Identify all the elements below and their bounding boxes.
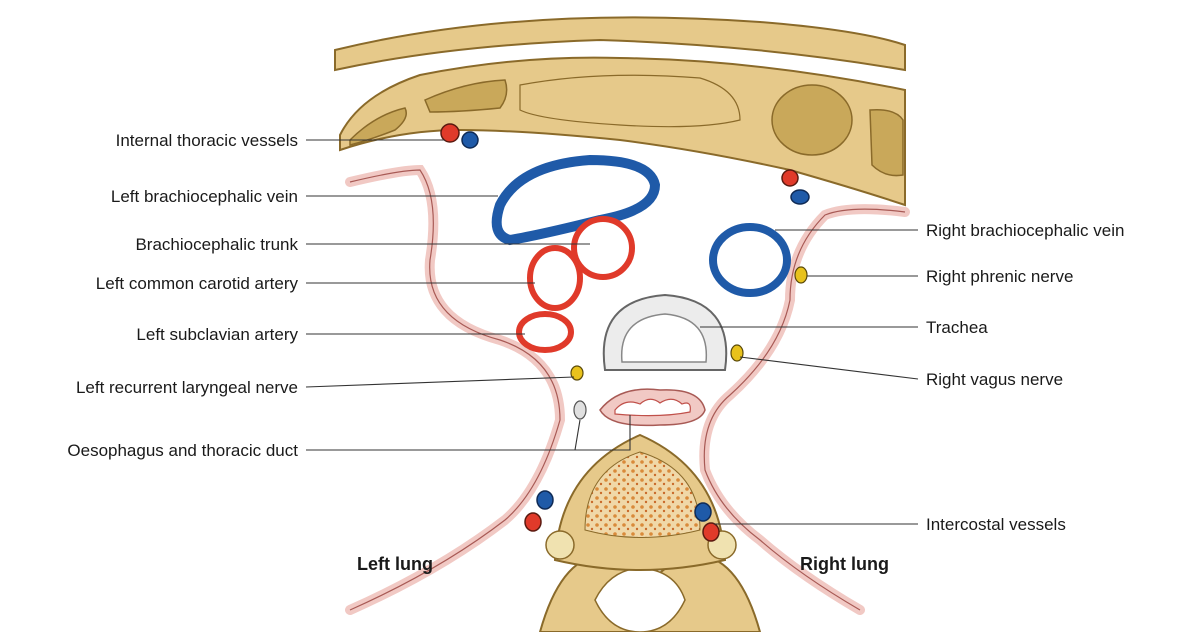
cartilage-4 (870, 110, 903, 176)
leader-left-recurrent-laryngeal (306, 377, 574, 387)
cartilage-3 (772, 85, 852, 155)
oesophagus-shape (574, 389, 705, 425)
leader-right-vagus (740, 357, 918, 379)
internal-thoracic-vein-left (462, 132, 478, 148)
label-left-subclavian-artery: Left subclavian artery (136, 325, 298, 344)
right-brachiocephalic-vein-shape (713, 227, 787, 293)
label-left-lung: Left lung (357, 554, 433, 574)
label-right-lung: Right lung (800, 554, 889, 574)
right-phrenic-nerve-shape (795, 267, 807, 283)
internal-thoracic-artery-left (441, 124, 459, 142)
trachea-shape (604, 295, 727, 370)
leader-oesophagus (306, 415, 630, 450)
left-recurrent-laryngeal-nerve-shape (571, 366, 583, 380)
sternal-muscle (520, 75, 740, 126)
label-right-vagus-nerve: Right vagus nerve (926, 370, 1063, 389)
label-left-common-carotid-artery: Left common carotid artery (96, 274, 299, 293)
left-subclavian-shape (519, 314, 571, 350)
vertebra (540, 435, 760, 632)
intercostal-vein-left (537, 491, 553, 509)
label-intercostal-vessels: Intercostal vessels (926, 515, 1066, 534)
intercostal-artery-right (703, 523, 719, 541)
right-labels: Right brachiocephalic vein Right phrenic… (926, 221, 1124, 534)
label-left-recurrent-laryngeal-nerve: Left recurrent laryngeal nerve (76, 378, 298, 397)
thoracic-duct-shape (574, 401, 586, 419)
left-common-carotid-shape (530, 248, 580, 308)
label-oesophagus-thoracic-duct: Oesophagus and thoracic duct (67, 441, 298, 460)
brachiocephalic-trunk-shape (574, 219, 632, 277)
leader-thoracic-duct (575, 420, 580, 450)
label-left-brachiocephalic-vein: Left brachiocephalic vein (111, 187, 298, 206)
label-brachiocephalic-trunk: Brachiocephalic trunk (135, 235, 298, 254)
right-vagus-nerve-shape (731, 345, 743, 361)
label-trachea: Trachea (926, 318, 988, 337)
internal-thoracic-artery-right (782, 170, 798, 186)
intercostal-vein-right (695, 503, 711, 521)
rib-head-left (546, 531, 574, 559)
internal-thoracic-vein-right (791, 190, 809, 204)
label-right-phrenic-nerve: Right phrenic nerve (926, 267, 1073, 286)
left-brachiocephalic-vein-shape (497, 160, 655, 240)
label-internal-thoracic-vessels: Internal thoracic vessels (116, 131, 298, 150)
left-labels: Internal thoracic vessels Left brachioce… (67, 131, 298, 460)
intercostal-artery-left (525, 513, 541, 531)
label-right-brachiocephalic-vein: Right brachiocephalic vein (926, 221, 1124, 240)
